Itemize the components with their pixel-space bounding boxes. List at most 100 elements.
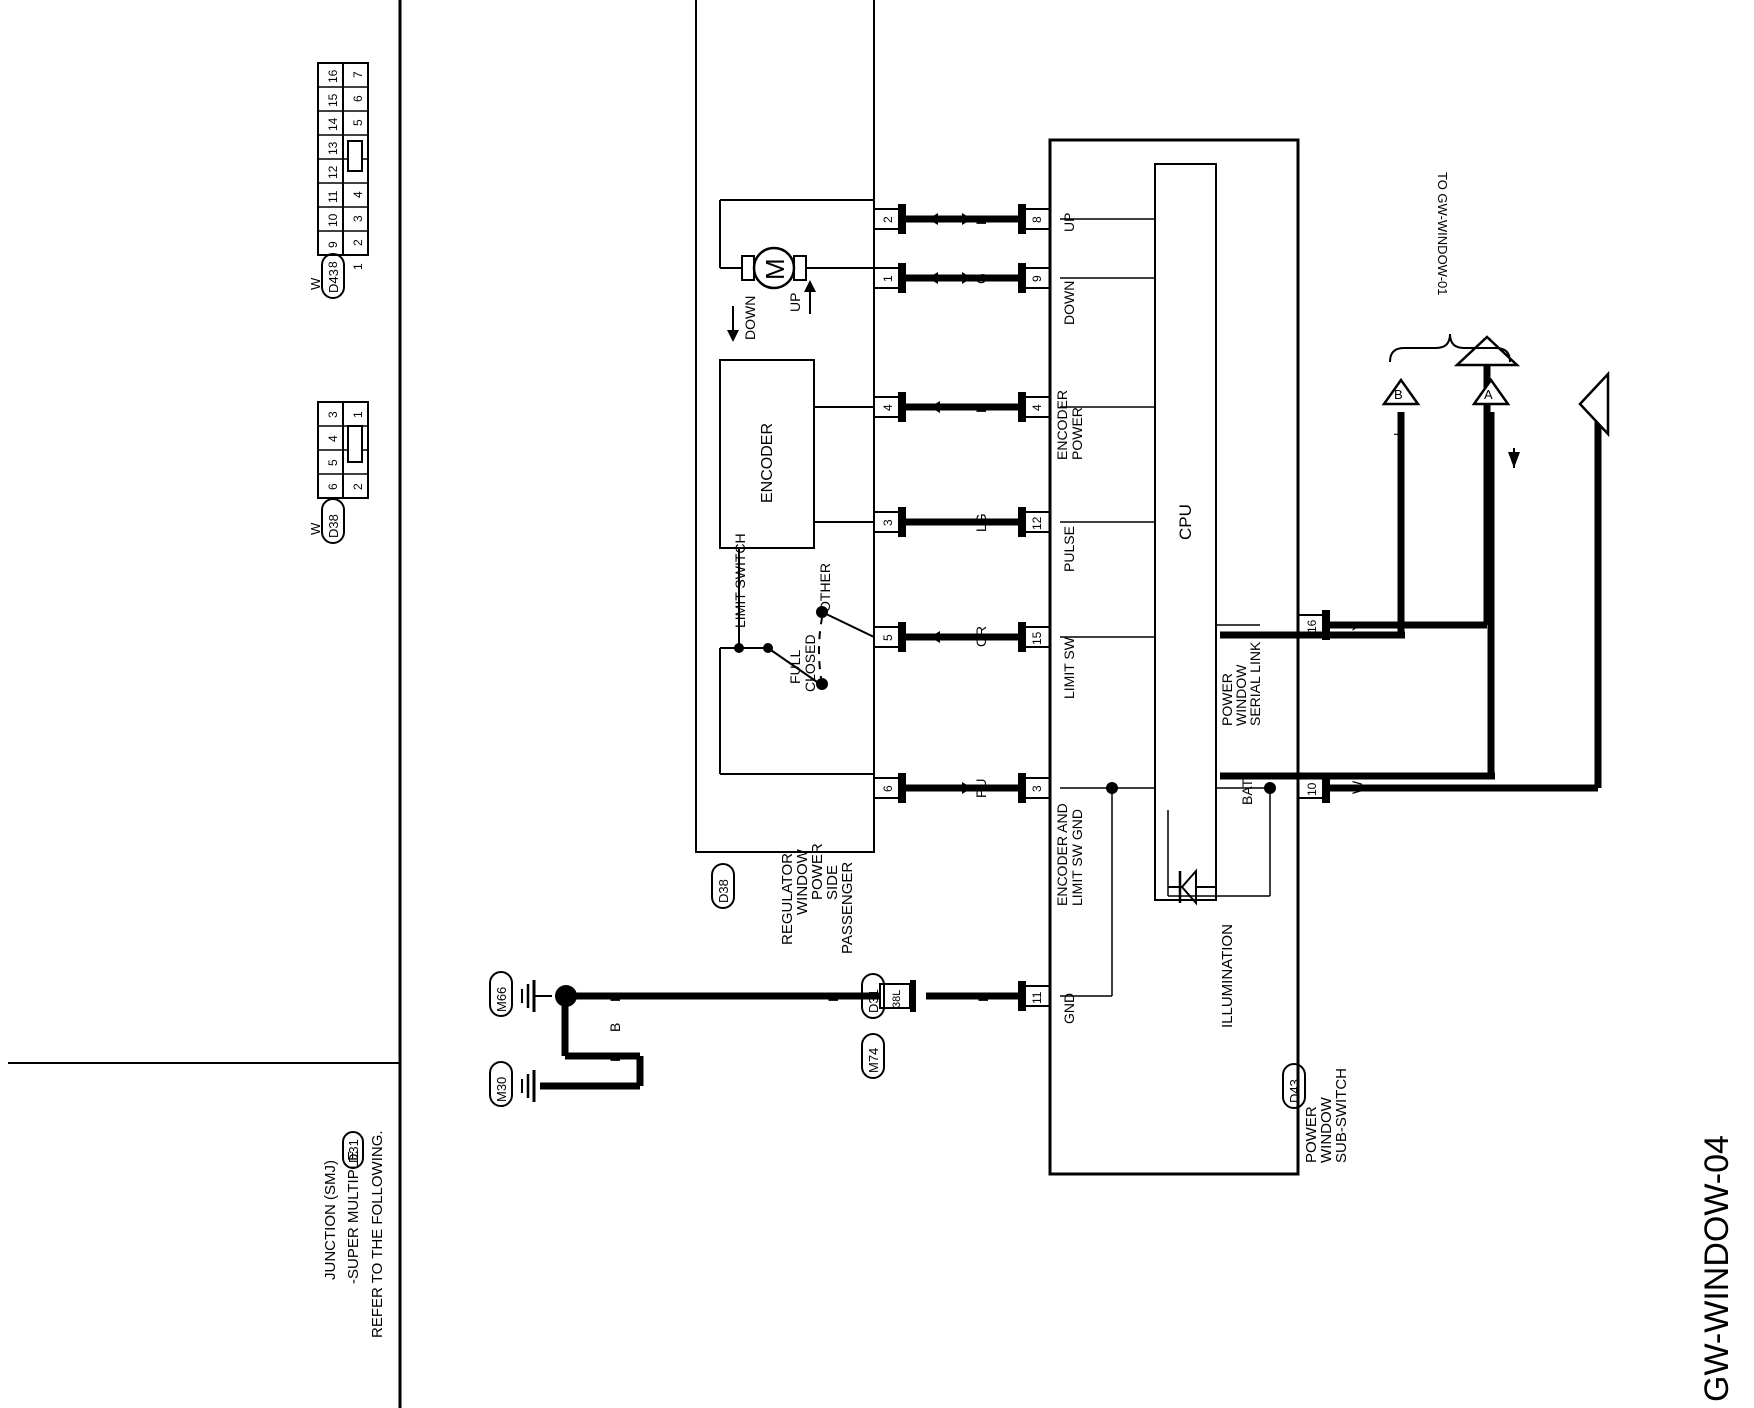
svg-text:3: 3: [351, 215, 365, 222]
svg-text:1: 1: [351, 411, 365, 418]
to-gw-window-01-labels: TO GW-WINDOW-01 A B W Y: [1391, 172, 1496, 443]
d43-face-label: D43: [326, 269, 341, 293]
bat-junction: [1264, 782, 1276, 794]
note-d31-label: D31: [346, 1139, 361, 1163]
svg-text:B: B: [607, 1023, 623, 1032]
joint-connector-38l: [879, 980, 916, 1012]
svg-text:2: 2: [881, 216, 895, 223]
svg-text:B: B: [975, 993, 991, 1002]
svg-text:R: R: [973, 403, 989, 413]
m74-label: M74: [866, 1048, 881, 1073]
svg-text:9: 9: [326, 241, 340, 248]
svg-text:UP: UP: [1061, 213, 1077, 232]
svg-text:6: 6: [881, 785, 895, 792]
sub-switch-box: [1048, 138, 1300, 1176]
svg-text:SUB-SWITCH: SUB-SWITCH: [1333, 1068, 1350, 1163]
sub-switch-pin-numbers: 8 9 4 12 15 3 11 16 10: [1030, 216, 1319, 1004]
svg-text:8: 8: [326, 261, 340, 268]
d38-face-label: D38: [326, 514, 341, 538]
motor-label: M: [760, 258, 790, 280]
wire-color-labels: L G R LG OR PU: [973, 217, 989, 798]
encoder-box: [719, 359, 815, 549]
svg-text:PU: PU: [973, 779, 989, 798]
svg-text:6: 6: [326, 483, 340, 490]
svg-text:9: 9: [1030, 275, 1044, 282]
svg-text:2: 2: [351, 483, 365, 490]
svg-text:B: B: [607, 1053, 623, 1062]
svg-text:5: 5: [326, 459, 340, 466]
svg-text:Y: Y: [1349, 621, 1365, 631]
to-bracket: [1389, 333, 1511, 363]
svg-text:11: 11: [326, 190, 340, 203]
reference-note: REFER TO THE FOLLOWING. D31 -SUPER MULTI…: [322, 1130, 386, 1338]
svg-text:WINDOW: WINDOW: [1233, 664, 1249, 726]
svg-text:3: 3: [881, 519, 895, 526]
svg-text:DOWN: DOWN: [1061, 281, 1077, 325]
svg-text:GND: GND: [1061, 993, 1077, 1024]
d38-main-oval: [711, 863, 735, 909]
svg-text:6: 6: [351, 95, 365, 102]
b-label: B: [1394, 387, 1403, 402]
closed-label: CLOSED: [802, 634, 818, 692]
svg-text:POWER: POWER: [1219, 673, 1235, 726]
svg-text:WINDOW: WINDOW: [794, 848, 811, 915]
note-line-2: -SUPER MULTIPLE: [345, 1151, 362, 1284]
svg-text:4: 4: [351, 191, 365, 198]
svg-text:2: 2: [351, 239, 365, 246]
svg-text:10: 10: [326, 213, 340, 227]
svg-text:1: 1: [881, 275, 895, 282]
d43-face-oval: [321, 253, 345, 299]
up-arrow-icon: [804, 280, 816, 314]
limit-switch-label: LIMIT SWITCH: [732, 533, 748, 628]
d38-main-label: D38: [716, 879, 731, 903]
svg-text:ENCODER AND: ENCODER AND: [1054, 803, 1070, 906]
sub-switch-pins: [1018, 204, 1330, 1011]
svg-text:G: G: [973, 273, 989, 284]
full-label: FULL: [787, 650, 803, 684]
sub-switch-title: POWER WINDOW SUB-SWITCH: [1303, 1068, 1350, 1163]
connector-a-icon: [1471, 377, 1511, 406]
svg-text:10: 10: [1305, 782, 1319, 796]
to-gw-window-01-group: [1220, 333, 1520, 780]
svg-text:7: 7: [351, 71, 365, 78]
svg-text:OR: OR: [973, 626, 989, 647]
ground-wire-labels: B B B B B: [607, 993, 991, 1062]
cpu-box: [1154, 163, 1217, 901]
svg-text:LG: LG: [973, 513, 989, 532]
svg-text:5: 5: [881, 634, 895, 641]
other-label: OTHER: [817, 563, 833, 612]
d43-main-oval: [1282, 1063, 1306, 1109]
svg-text:B: B: [607, 993, 623, 1002]
ground-m66-icon: [521, 980, 552, 1012]
regulator-pins: [873, 204, 906, 803]
svg-text:PASSENGER: PASSENGER: [839, 862, 856, 954]
page-title: GW-WINDOW-04: [1698, 1135, 1736, 1402]
d38-face-color: W: [308, 522, 323, 535]
connector-b-triangle-icon: [1453, 335, 1521, 367]
a-wire-label: W: [1481, 430, 1496, 443]
svg-text:LIMIT SW: LIMIT SW: [1061, 636, 1077, 699]
ground-m30-icon: [521, 1070, 640, 1102]
d43-face-color: W: [308, 277, 323, 290]
svg-text:4: 4: [881, 404, 895, 411]
svg-text:12: 12: [326, 165, 340, 179]
note-line-3: JUNCTION (SMJ): [322, 1160, 339, 1280]
regulator-box: [695, 0, 875, 853]
svg-text:BAT: BAT: [1239, 778, 1255, 805]
ground-splice-junction: [555, 985, 577, 1007]
b-wire-label: Y: [1391, 430, 1406, 439]
connector-a-triangle-icon: [1578, 370, 1610, 438]
svg-text:REGULATOR: REGULATOR: [779, 853, 796, 945]
m66-oval: [489, 971, 513, 1017]
bat-feed-arrow-icon: [1508, 452, 1520, 468]
svg-text:5: 5: [351, 119, 365, 126]
svg-text:POWER: POWER: [1069, 407, 1085, 460]
d31-oval: [861, 973, 885, 1019]
note-line-1: REFER TO THE FOLLOWING.: [369, 1130, 386, 1338]
limit-switch: [719, 548, 875, 775]
svg-text:14: 14: [326, 117, 340, 131]
svg-text:11: 11: [1030, 991, 1044, 1004]
svg-text:15: 15: [326, 93, 340, 107]
